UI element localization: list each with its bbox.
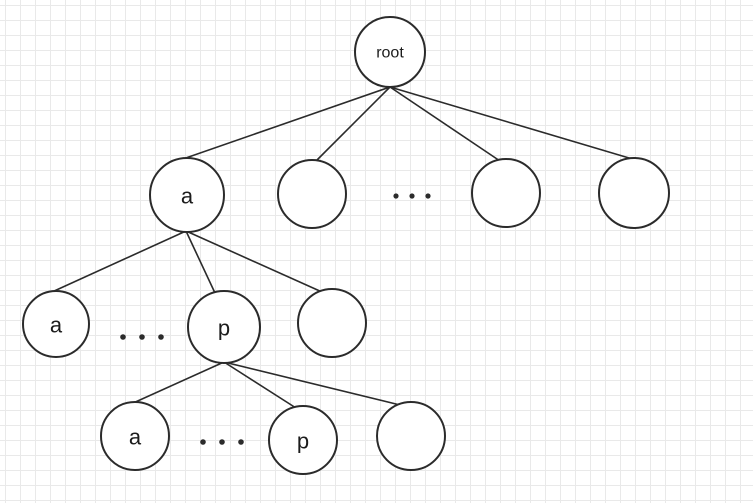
edge-root-to-a bbox=[179, 86, 391, 161]
node-level2-p-circle[interactable] bbox=[187, 290, 261, 364]
ellipsis-dot bbox=[409, 193, 415, 199]
node-root-circle[interactable] bbox=[354, 16, 426, 88]
node-level3-a-label: a bbox=[129, 425, 142, 450]
ellipsis-group bbox=[120, 193, 431, 445]
node-level2-a[interactable]: a bbox=[22, 290, 90, 358]
edge-a-to-a bbox=[51, 230, 187, 293]
ellipsis-dot bbox=[219, 439, 225, 445]
edge-a-to-child3 bbox=[185, 230, 323, 293]
node-level1-a[interactable]: a bbox=[149, 157, 225, 233]
edge-a-to-p bbox=[185, 230, 216, 294]
ellipsis-level-2 bbox=[120, 334, 164, 340]
node-root-label: root bbox=[376, 45, 404, 62]
node-level2-a-circle[interactable] bbox=[22, 290, 90, 358]
ellipsis-level-1 bbox=[393, 193, 431, 199]
edge-root-to-child3 bbox=[389, 86, 501, 162]
edge-p-to-p bbox=[223, 361, 297, 409]
node-level2-p[interactable]: p bbox=[187, 290, 261, 364]
node-level1-empty-3[interactable] bbox=[598, 157, 670, 229]
node-level1-empty-2[interactable] bbox=[471, 158, 541, 228]
node-level2-a-label: a bbox=[50, 313, 63, 338]
node-level2-p-label: p bbox=[218, 316, 230, 341]
edge-p-to-a bbox=[130, 361, 225, 405]
node-level3-empty-1-circle[interactable] bbox=[376, 401, 446, 471]
nodes-group: root a a bbox=[22, 16, 670, 475]
node-level1-empty-2-circle[interactable] bbox=[471, 158, 541, 228]
node-level1-a-label: a bbox=[181, 184, 194, 209]
ellipsis-dot bbox=[425, 193, 431, 199]
ellipsis-dot bbox=[238, 439, 244, 445]
node-level1-a-circle[interactable] bbox=[149, 157, 225, 233]
ellipsis-dot bbox=[139, 334, 145, 340]
node-level3-p-label: p bbox=[297, 429, 309, 454]
ellipsis-dot bbox=[393, 193, 399, 199]
node-level2-empty-1[interactable] bbox=[297, 288, 367, 358]
node-root[interactable]: root bbox=[354, 16, 426, 88]
edge-root-to-child2 bbox=[315, 86, 391, 162]
node-level3-p[interactable]: p bbox=[268, 405, 338, 475]
node-level3-a-circle[interactable] bbox=[100, 401, 170, 471]
edge-p-to-child3 bbox=[223, 361, 401, 406]
edge-root-to-child4 bbox=[389, 86, 647, 164]
node-level2-empty-1-circle[interactable] bbox=[297, 288, 367, 358]
ellipsis-dot bbox=[158, 334, 164, 340]
node-level1-empty-1-circle[interactable] bbox=[277, 159, 347, 229]
ellipsis-dot bbox=[120, 334, 126, 340]
ellipsis-dot bbox=[200, 439, 206, 445]
edges-group bbox=[51, 86, 647, 409]
node-level3-p-circle[interactable] bbox=[268, 405, 338, 475]
node-level3-empty-1[interactable] bbox=[376, 401, 446, 471]
node-level3-a[interactable]: a bbox=[100, 401, 170, 471]
node-level1-empty-1[interactable] bbox=[277, 159, 347, 229]
node-level1-empty-3-circle[interactable] bbox=[598, 157, 670, 229]
ellipsis-level-3 bbox=[200, 439, 244, 445]
